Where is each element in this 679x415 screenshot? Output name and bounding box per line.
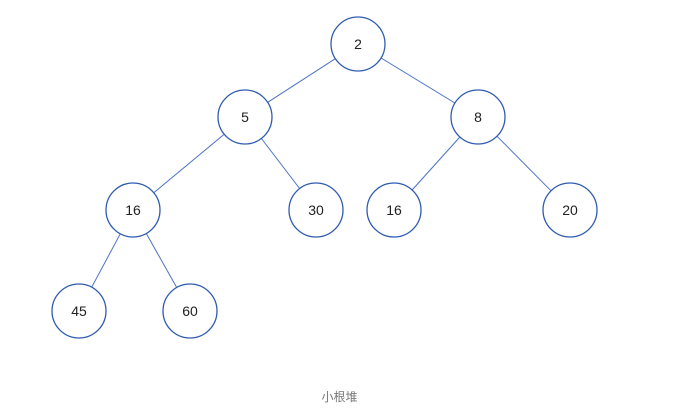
node-circle (366, 182, 422, 238)
edges-layer (91, 57, 552, 288)
nodes-layer: 2 5 8 16 30 16 20 45 60 (51, 16, 598, 339)
edge-n3-n7 (91, 233, 121, 288)
edge-n1-n3 (153, 133, 225, 194)
node-label: 30 (308, 202, 324, 218)
node-circle (217, 89, 273, 145)
node-label: 16 (125, 202, 141, 218)
edge-n1-n4 (261, 138, 300, 189)
node-circle (542, 182, 598, 238)
node-circle (51, 283, 107, 339)
node-label: 60 (182, 303, 198, 319)
node-label: 20 (562, 202, 578, 218)
node-label: 45 (71, 303, 87, 319)
heap-node: 20 (542, 182, 598, 238)
node-circle (162, 283, 218, 339)
diagram-caption: 小根堆 (321, 390, 358, 404)
node-label: 5 (241, 109, 249, 125)
edge-n0-n2 (380, 57, 456, 104)
heap-node: 16 (366, 182, 422, 238)
node-label: 8 (474, 109, 482, 125)
node-circle (105, 182, 161, 238)
edge-n3-n8 (145, 233, 178, 288)
node-label: 2 (354, 36, 362, 52)
heap-node: 45 (51, 283, 107, 339)
heap-node: 2 (330, 16, 386, 72)
heap-node: 30 (288, 182, 344, 238)
edge-n0-n1 (267, 58, 336, 103)
heap-node: 8 (450, 89, 506, 145)
node-circle (288, 182, 344, 238)
heap-node: 60 (162, 283, 218, 339)
edge-n2-n6 (496, 135, 552, 192)
heap-node: 16 (105, 182, 161, 238)
node-circle (330, 16, 386, 72)
node-circle (450, 89, 506, 145)
heap-node: 5 (217, 89, 273, 145)
edge-n2-n5 (411, 136, 461, 191)
node-label: 16 (386, 202, 402, 218)
